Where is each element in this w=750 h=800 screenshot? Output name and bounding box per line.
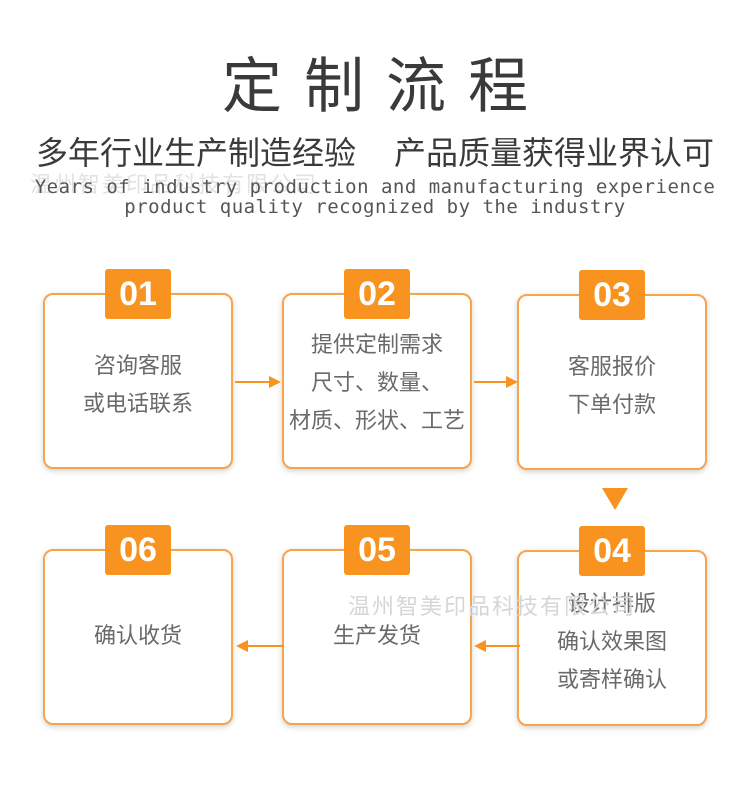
step-card-05: 05 生产发货 [282, 525, 472, 725]
step-text: 下单付款 [567, 393, 656, 418]
step-text: 咨询客服 [93, 354, 182, 379]
step-number-badge: 06 [105, 525, 171, 575]
step-text: 确认效果图 [556, 630, 667, 655]
step-text: 生产发货 [332, 624, 421, 649]
step-number-badge: 04 [579, 526, 645, 576]
step-number-badge: 01 [105, 269, 171, 319]
step-text: 提供定制需求 [310, 333, 443, 358]
step-number-badge: 05 [344, 525, 410, 575]
step-card-01: 01 咨询客服 或电话联系 [43, 269, 233, 469]
arrow-right-icon [235, 376, 281, 388]
step-text: 或电话联系 [82, 392, 193, 417]
subtitle-left: 多年行业生产制造经验 [35, 134, 356, 172]
step-text: 客服报价 [567, 355, 656, 380]
arrow-right-icon [474, 376, 518, 388]
step-text: 或寄样确认 [556, 668, 667, 693]
step-card-06: 06 确认收货 [43, 525, 233, 725]
step-card-02: 02 提供定制需求 尺寸、数量、 材质、形状、工艺 [282, 269, 472, 469]
arrow-left-icon [474, 640, 520, 652]
step-number-badge: 03 [579, 270, 645, 320]
page-title: 定制流程 [222, 52, 550, 122]
arrow-left-icon [236, 640, 284, 652]
step-text: 材质、形状、工艺 [288, 409, 465, 434]
step-number-badge: 02 [344, 269, 410, 319]
step-text: 尺寸、数量、 [310, 371, 443, 396]
step-card-04: 04 设计排版 确认效果图 或寄样确认 [517, 526, 707, 726]
english-line-2: product quality recognized by the indust… [124, 196, 626, 218]
step-card-03: 03 客服报价 下单付款 [517, 270, 707, 470]
arrow-down-icon [602, 488, 628, 510]
watermark-middle: 温州智美印品科技有限公司 [348, 595, 637, 620]
watermark-top: 温州智美印品科技有限公司 [30, 173, 319, 198]
step-text: 确认收货 [93, 624, 182, 649]
subtitle-right: 产品质量获得业界认可 [394, 134, 715, 172]
english-line-1: Years of industry production and manufac… [34, 176, 716, 198]
subtitle: 多年行业生产制造经验产品质量获得业界认可 [0, 128, 750, 174]
step-text: 设计排版 [567, 592, 656, 617]
